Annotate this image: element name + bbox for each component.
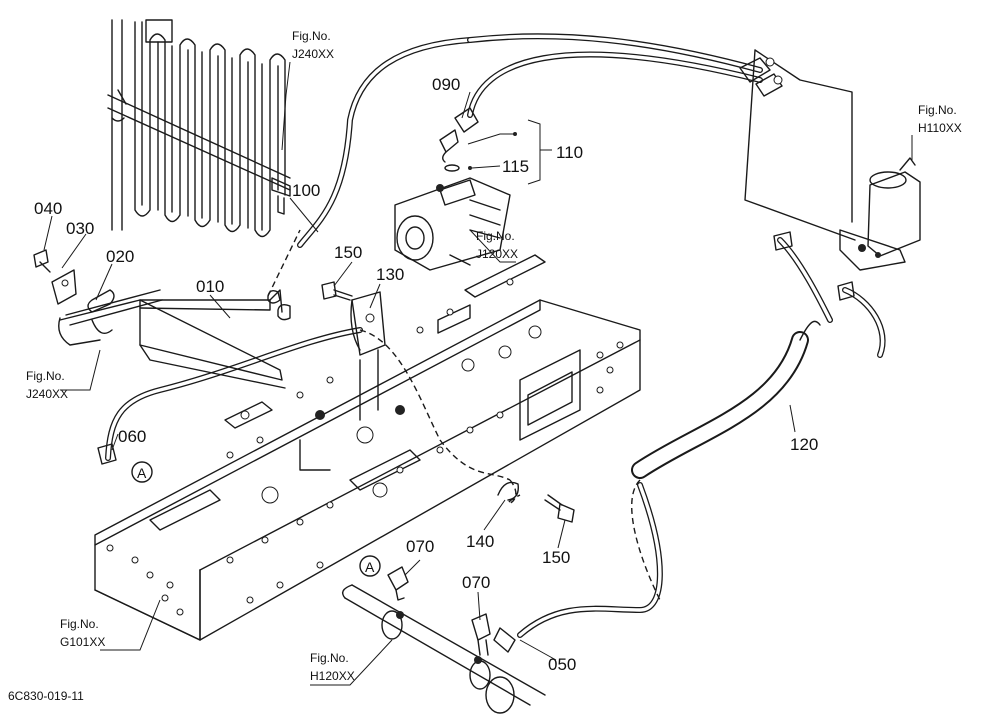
frame-rail: [94, 254, 641, 641]
clip-020: [58, 289, 115, 346]
bolt-150-bottom: [544, 494, 575, 523]
label-070-left: 070: [406, 537, 434, 556]
marker-a-left: A: [131, 461, 153, 483]
fig-ref-h120: H120XX: [310, 669, 355, 683]
fig-label-j240-top: Fig.No.: [292, 29, 331, 43]
fig-label-j120: Fig.No.: [476, 229, 515, 243]
receiver-drier: [744, 49, 921, 271]
fitting-070-right: [471, 613, 516, 656]
route-line-1: [359, 329, 511, 481]
label-020: 020: [106, 247, 134, 266]
compressor: [394, 177, 511, 271]
fig-label-h110: Fig.No.: [918, 103, 957, 117]
fitting-070-left: [387, 566, 409, 601]
bolt-040: [33, 249, 51, 273]
fig-label-j240-left: Fig.No.: [26, 369, 65, 383]
label-070-right: 070: [462, 573, 490, 592]
hose-end-upper-right: [739, 57, 783, 97]
marker-a-bottom-label: A: [365, 559, 375, 575]
label-010: 010: [196, 277, 224, 296]
label-120: 120: [790, 435, 818, 454]
fig-label-h120: Fig.No.: [310, 651, 349, 665]
bracket-130: [350, 291, 386, 356]
pipe-010: [59, 289, 291, 389]
label-110: 110: [556, 143, 583, 162]
label-060: 060: [118, 427, 146, 446]
fig-ref-h110: H110XX: [918, 121, 962, 135]
hose-ends-receiver: [773, 231, 855, 301]
bolt-150-top: [321, 281, 353, 301]
label-040: 040: [34, 199, 62, 218]
label-115: 115: [502, 157, 529, 176]
label-100: 100: [292, 181, 320, 200]
bracket-030: [51, 269, 77, 305]
label-140: 140: [466, 532, 494, 551]
route-line-3: [631, 479, 661, 601]
marker-a-left-label: A: [137, 465, 147, 481]
hose-end-060: [97, 443, 117, 465]
clip-140: [497, 481, 519, 501]
fig-label-g101: Fig.No.: [60, 617, 99, 631]
frame-holes: [106, 278, 624, 616]
hose-end-090: [454, 107, 479, 133]
fig-ref-j120: J120XX: [476, 247, 518, 261]
label-150-bottom: 150: [542, 548, 570, 567]
label-050: 050: [548, 655, 576, 674]
fig-ref-j240-left: J240XX: [26, 387, 68, 401]
label-030: 030: [66, 219, 94, 238]
condenser: [107, 19, 291, 238]
axle-tube: [342, 584, 546, 714]
label-130: 130: [376, 265, 404, 284]
leader-lines: [43, 61, 913, 686]
fitting-115: [439, 129, 460, 172]
label-150-top: 150: [334, 243, 362, 262]
route-line-4: [267, 229, 301, 297]
marker-a-bottom: A: [359, 555, 381, 577]
label-090: 090: [432, 75, 460, 94]
drawing-code: 6C830-019-11: [8, 689, 84, 703]
fig-ref-j240-top: J240XX: [292, 47, 334, 61]
fig-ref-g101: G101XX: [60, 635, 105, 649]
hoses: [105, 33, 886, 638]
